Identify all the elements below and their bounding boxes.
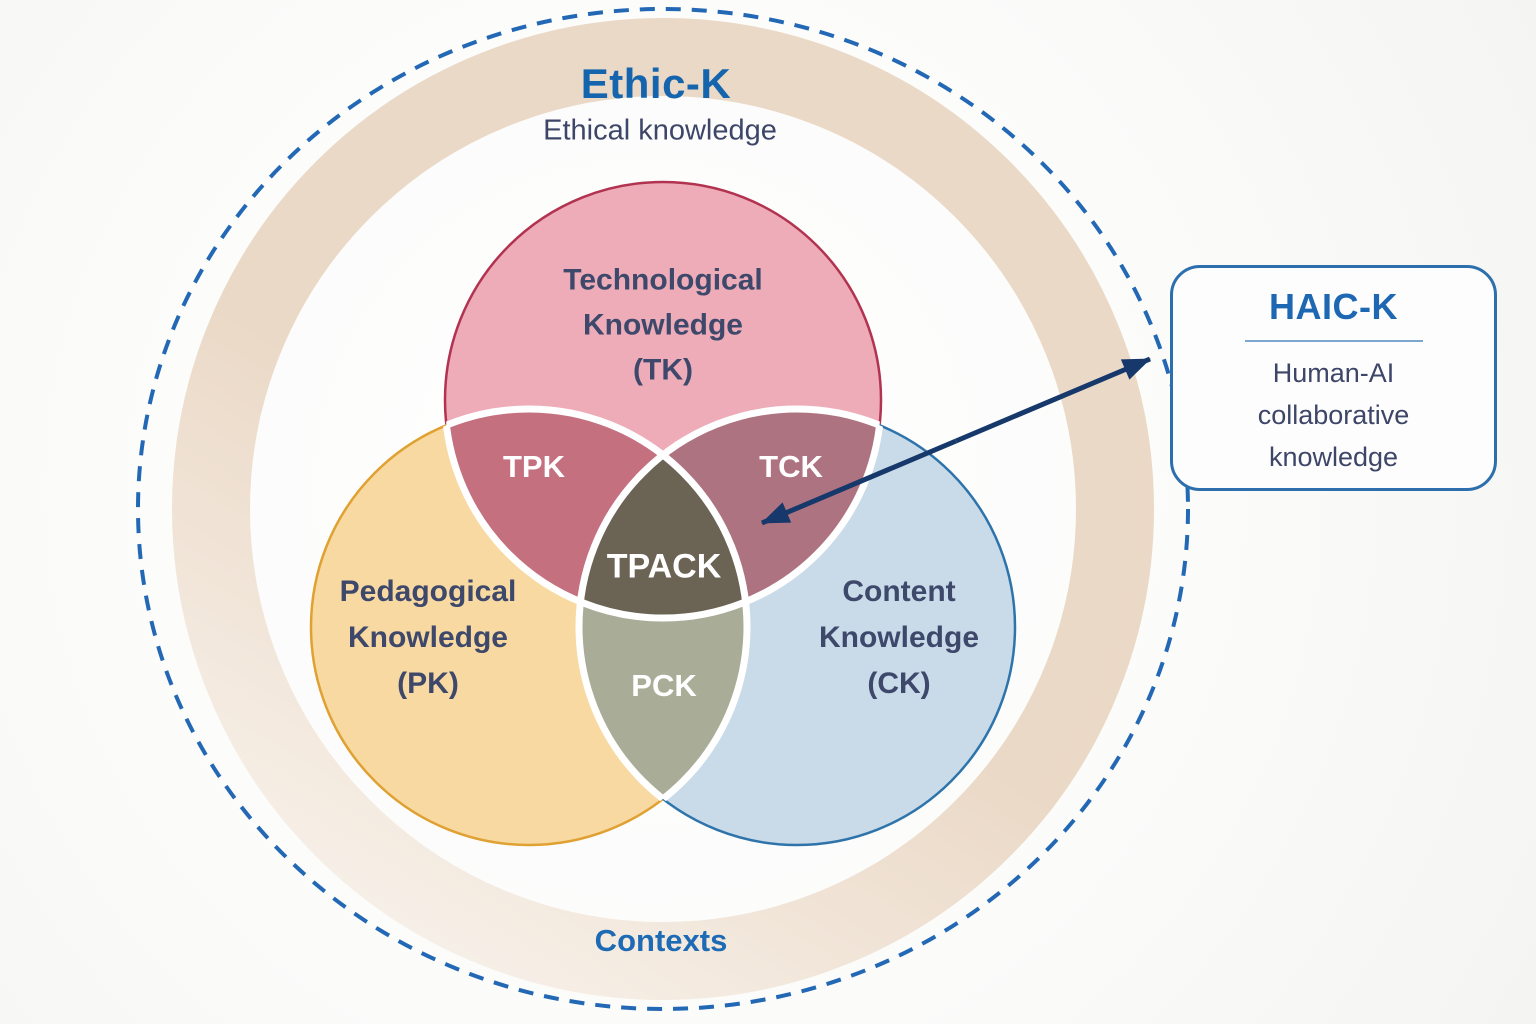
ck-label-line3: (CK) bbox=[867, 667, 931, 700]
tk-circle-label: Technological Knowledge (TK) bbox=[563, 258, 762, 393]
ck-label-line2: Knowledge bbox=[818, 621, 980, 654]
tk-white-divider bbox=[441, 409, 885, 622]
haic-k-divider bbox=[1244, 340, 1423, 342]
tk-label-line1: Technological bbox=[563, 263, 763, 297]
pk-label-line2: Knowledge bbox=[347, 621, 508, 654]
haic-k-title: HAIC-K bbox=[1269, 286, 1398, 327]
pk-label-line1: Pedagogical bbox=[339, 575, 517, 608]
tpack-label: TPACK bbox=[606, 547, 722, 586]
ck-white-divider bbox=[575, 405, 881, 845]
haic-k-line2: collaborative bbox=[1257, 400, 1410, 430]
pck-label: PCK bbox=[631, 668, 697, 703]
pk-circle-label: Pedagogical Knowledge (PK) bbox=[340, 569, 517, 707]
tk-label-line2: Knowledge bbox=[582, 308, 743, 342]
tk-label-line3: (TK) bbox=[633, 353, 693, 387]
tck-label: TCK bbox=[759, 449, 823, 484]
tpk-label: TPK bbox=[503, 449, 565, 484]
haic-k-line3: knowledge bbox=[1268, 442, 1399, 472]
contexts-label: Contexts bbox=[594, 923, 728, 958]
ck-circle-label: Content Knowledge (CK) bbox=[819, 569, 979, 707]
ethic-k-title: Ethic-K bbox=[580, 60, 732, 107]
contexts-dashed-circle bbox=[136, 7, 1190, 1011]
tpk-region bbox=[445, 409, 747, 618]
haic-k-arrow bbox=[761, 356, 1151, 526]
ck-label-line1: Content bbox=[842, 575, 956, 608]
pk-white-divider bbox=[445, 405, 751, 845]
haic-k-callout-box: HAIC-K Human-AI collaborative knowledge bbox=[1170, 265, 1497, 491]
ethic-k-ring bbox=[172, 18, 1154, 1000]
pk-label-line3: (PK) bbox=[397, 667, 459, 700]
ethic-k-subtitle: Ethical knowledge bbox=[543, 114, 777, 147]
haic-k-line1: Human-AI bbox=[1272, 358, 1395, 388]
